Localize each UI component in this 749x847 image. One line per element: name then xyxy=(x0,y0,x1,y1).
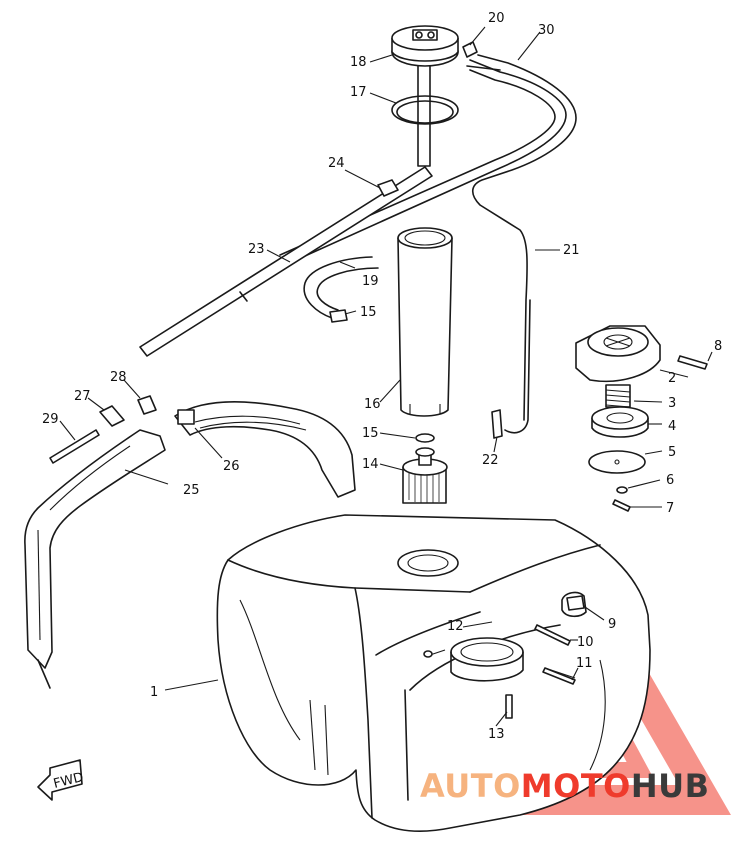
fuel-tank xyxy=(216,514,651,833)
callout-14: 14 xyxy=(362,457,379,472)
callout-15-lower: 15 xyxy=(362,426,379,441)
breather-pipe xyxy=(139,166,433,357)
hose-clip-top xyxy=(462,41,478,58)
fwd-arrow-badge: FWD xyxy=(37,759,85,801)
fuel-strainer-tube xyxy=(397,227,453,417)
callout-15-upper: 15 xyxy=(360,305,377,320)
bracket-collar xyxy=(99,405,125,427)
leader-lines xyxy=(59,26,713,727)
callout-13: 13 xyxy=(488,727,505,742)
callout-7: 7 xyxy=(666,501,674,516)
fuel-gauge-unit xyxy=(391,25,459,167)
watermark-hub: HUB xyxy=(631,767,710,805)
callout-6: 6 xyxy=(666,473,674,488)
tank-bracket-side xyxy=(24,429,166,689)
callout-16: 16 xyxy=(364,397,381,412)
cap-cotter-pin xyxy=(612,499,631,512)
watermark-auto: AUTO xyxy=(420,767,521,805)
watermark-logo: AUTOMOTOHUB xyxy=(420,767,710,805)
callout-10: 10 xyxy=(577,635,594,650)
fuel-hose-upper xyxy=(279,54,577,421)
vent-hose xyxy=(303,256,379,323)
callout-1: 1 xyxy=(150,685,158,700)
callout-2: 2 xyxy=(668,371,676,386)
tank-bracket-rear xyxy=(174,401,356,498)
callout-5: 5 xyxy=(668,445,676,460)
svg-text:AUTOMOTOHUB: AUTOMOTOHUB xyxy=(420,767,710,805)
callout-18: 18 xyxy=(350,55,367,70)
fuel-filter xyxy=(402,447,448,504)
pipe-clamp xyxy=(377,179,399,197)
cap-washer xyxy=(588,450,646,474)
fwd-label: FWD xyxy=(52,770,85,792)
callout-30: 30 xyxy=(538,23,555,38)
tank-fasteners xyxy=(423,595,585,719)
callout-29: 29 xyxy=(42,412,59,427)
callout-25: 25 xyxy=(183,483,200,498)
callout-22: 22 xyxy=(482,453,499,468)
drain-hose xyxy=(491,299,531,439)
cap-gasket-plate xyxy=(591,406,649,438)
callout-21: 21 xyxy=(563,243,580,258)
cap-rivet xyxy=(616,486,628,494)
callout-20: 20 xyxy=(488,11,505,26)
callout-4: 4 xyxy=(668,419,676,434)
watermark-moto: MOTO xyxy=(521,767,631,805)
callout-26: 26 xyxy=(223,459,240,474)
bracket-bolt-upper xyxy=(137,395,157,415)
callout-27: 27 xyxy=(74,389,91,404)
callout-3: 3 xyxy=(668,396,676,411)
cap-pin xyxy=(677,355,708,370)
bracket-bolt-long xyxy=(49,429,100,464)
fuel-cap xyxy=(575,325,661,383)
callout-28: 28 xyxy=(110,370,127,385)
filter-clip xyxy=(415,433,435,443)
callout-9: 9 xyxy=(608,617,616,632)
callout-8: 8 xyxy=(714,339,722,354)
callout-17: 17 xyxy=(350,85,367,100)
cap-spring xyxy=(605,384,631,408)
callout-11: 11 xyxy=(576,656,593,671)
callout-19: 19 xyxy=(362,274,379,289)
callout-23: 23 xyxy=(248,242,265,257)
gauge-o-ring xyxy=(391,95,459,125)
callout-12: 12 xyxy=(447,619,464,634)
callout-24: 24 xyxy=(328,156,345,171)
callout-numbers: 1 2 3 4 5 6 7 8 9 10 11 12 13 14 15 15 1… xyxy=(42,11,722,742)
